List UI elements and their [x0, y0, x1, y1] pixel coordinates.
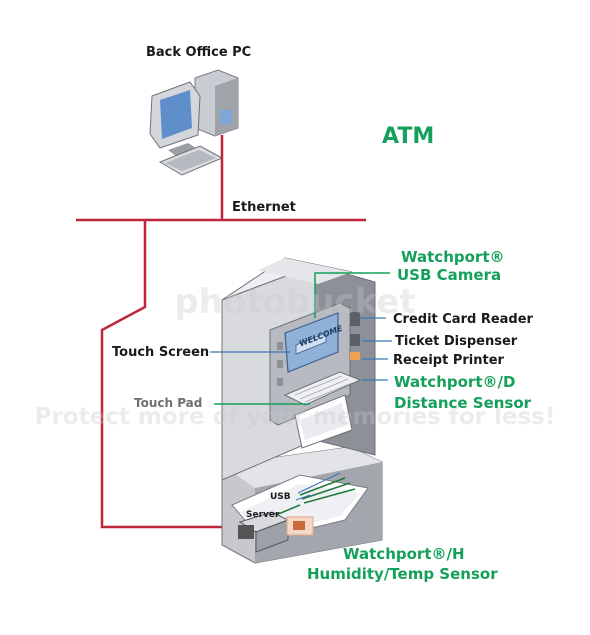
- humidity-sensor-label-line2: Humidity/Temp Sensor: [307, 565, 498, 583]
- usb-label: USB: [270, 492, 291, 502]
- humidity-sensor-label-line1: Watchport®/H: [343, 545, 465, 563]
- distance-sensor-label-line2: Distance Sensor: [394, 394, 532, 412]
- ethernet-label: Ethernet: [232, 200, 296, 215]
- receipt-printer-label: Receipt Printer: [393, 353, 504, 368]
- callout-lines: [210, 317, 392, 381]
- watermark-text: Protect more of your memories for less!: [34, 404, 556, 430]
- network-lines: [76, 135, 366, 529]
- ticket-dispenser-label: Ticket Dispenser: [395, 334, 518, 349]
- back-office-pc-label: Back Office PC: [146, 45, 252, 60]
- touch-screen-label: Touch Screen: [112, 345, 210, 360]
- usb-camera-label-line1: Watchport®: [401, 248, 505, 266]
- atm-kiosk: [221, 257, 383, 564]
- watermark-logo: photobucket: [174, 282, 416, 322]
- distance-sensor-label-line1: Watchport®/D: [394, 373, 516, 391]
- diagram-title: ATM: [382, 124, 435, 149]
- server-label: Server: [246, 510, 280, 520]
- touch-pad-label: Touch Pad: [134, 396, 203, 410]
- credit-card-reader-label: Credit Card Reader: [393, 312, 533, 327]
- back-office-pc-icon: [149, 69, 239, 176]
- usb-camera-label-line2: USB Camera: [397, 266, 502, 284]
- camera-callout: [314, 272, 390, 318]
